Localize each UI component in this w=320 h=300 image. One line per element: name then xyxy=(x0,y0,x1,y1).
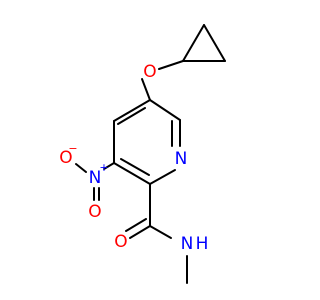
ether-oxygen-label: O xyxy=(143,62,156,82)
amide-hydrogen-label: H xyxy=(196,234,209,254)
bonds xyxy=(75,24,226,284)
bond-cyclopropyl-ether-o xyxy=(158,60,184,70)
nitro-oxygen-left-charge: − xyxy=(68,142,77,155)
bond-ether-o-ring xyxy=(141,78,151,101)
amide-nitrogen-label: N xyxy=(181,234,194,254)
bond-c3-nitro-n xyxy=(103,162,115,170)
bond-cyclopropyl-2 xyxy=(203,24,226,62)
bond-ring-c5-c4 xyxy=(113,99,151,122)
bond-ring-c6-c5 xyxy=(149,99,181,121)
bond-cyclopropyl-1 xyxy=(182,24,205,62)
molecule-diagram: O N N + O − O O N H xyxy=(59,24,226,284)
bond-carbonyl-c-amide-n xyxy=(149,225,172,239)
nitro-oxygen-bottom-label: O xyxy=(88,202,101,222)
nitro-oxygen-left-label: O xyxy=(59,148,72,168)
nitro-nitrogen-label: N xyxy=(89,168,102,188)
bond-carbonyl-c-o xyxy=(129,225,151,239)
bond-nitro-n-o-left xyxy=(75,163,87,173)
ring-nitrogen-label: N xyxy=(175,149,188,169)
nitro-nitrogen-charge: + xyxy=(99,161,108,174)
bond-carbonyl-c-o-double xyxy=(125,218,147,232)
bond-ring-c5-c4-double xyxy=(117,107,146,125)
atom-labels: O N N + O − O O N H xyxy=(59,62,208,254)
bond-ring-c3-c2 xyxy=(113,162,151,185)
bond-ring-c2-n1 xyxy=(149,169,176,185)
bond-ring-c3-c2-double xyxy=(120,158,150,176)
carbonyl-oxygen-label: O xyxy=(114,232,127,252)
